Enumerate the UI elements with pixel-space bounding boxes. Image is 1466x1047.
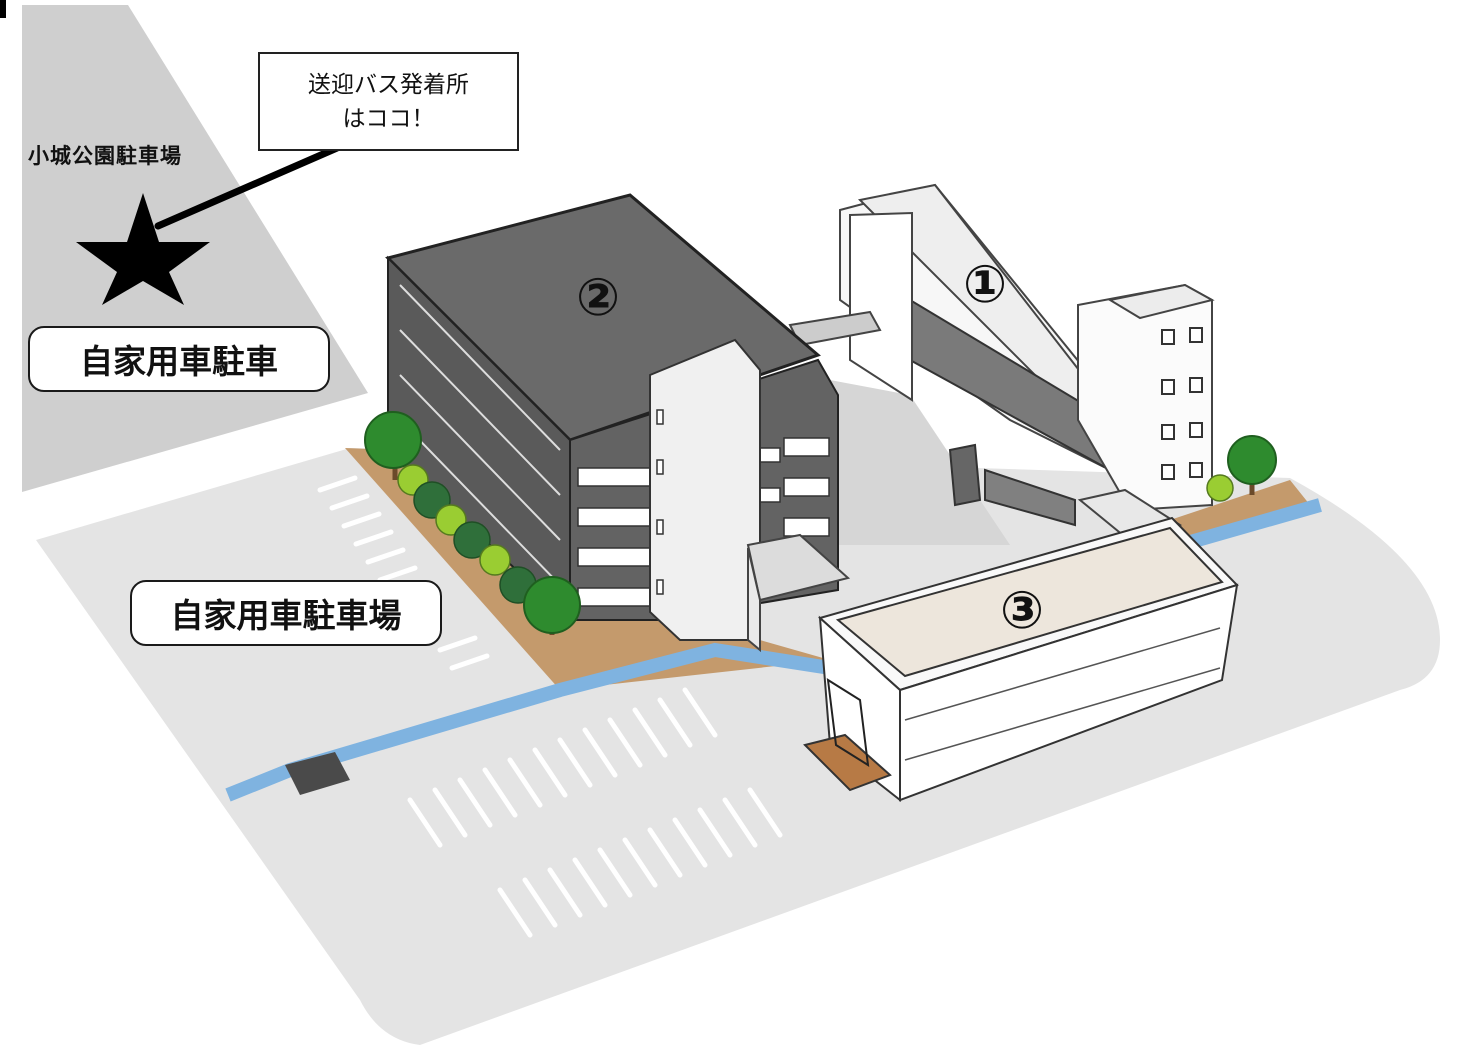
callout-pointer (154, 144, 341, 230)
dirt-strip-right (1170, 480, 1310, 545)
bus-stop-callout: 送迎バス発着所 はココ！ (258, 52, 519, 151)
building-3 (746, 516, 1239, 803)
courtyard (830, 380, 1010, 545)
private-parking-main-label: 自家用車駐車場 (130, 580, 442, 646)
park-parking-label: 小城公園駐車場 (28, 144, 182, 168)
private-parking-top-label: 自家用車駐車 (28, 326, 330, 392)
callout-line-2: はココ！ (342, 105, 435, 132)
stall-lines-left (317, 475, 490, 671)
star-icon (76, 193, 210, 305)
creek (225, 498, 1322, 802)
building-3-number: ③ (1000, 581, 1044, 641)
callout-line-1: 送迎バス発着所 (308, 71, 469, 98)
building-2-number: ② (576, 268, 620, 328)
tree-row (364, 411, 1277, 635)
building-1-number: ① (963, 255, 1007, 315)
bridge (285, 752, 350, 795)
stall-lines-main (407, 687, 783, 938)
corner-mark (0, 0, 6, 18)
